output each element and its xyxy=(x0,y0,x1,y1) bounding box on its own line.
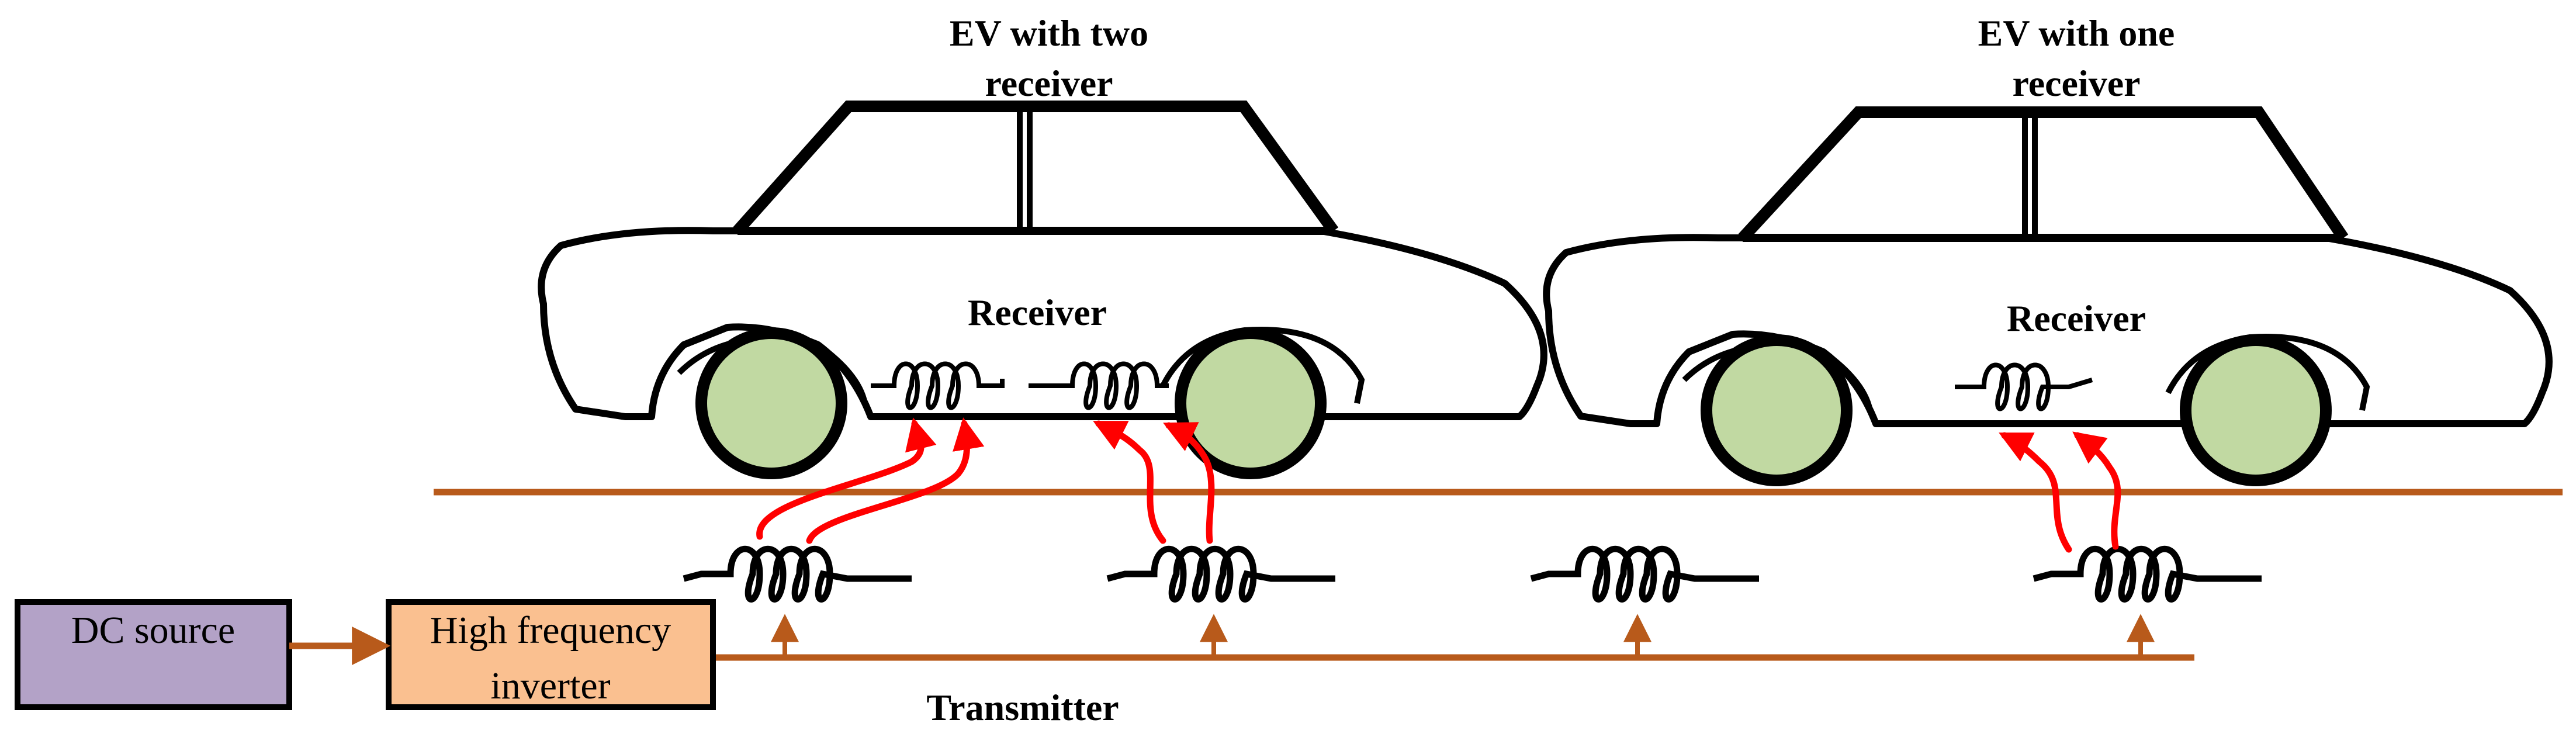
magnetic-flux-arrows xyxy=(756,417,2121,553)
car1-receiver-coil-2 xyxy=(1029,361,1169,410)
inverter-box xyxy=(386,599,716,710)
car1-rear-wheel xyxy=(1175,327,1327,479)
car1-receiver-coil-1 xyxy=(871,361,1005,410)
car2-front-wheel xyxy=(1701,334,1853,486)
flux-arrow-3 xyxy=(1093,420,1166,544)
car2-rear-wheel xyxy=(2180,334,2332,486)
car2-title-line2: receiver xyxy=(2012,63,2140,104)
flux-arrow-6 xyxy=(2072,431,2121,550)
car2-cabin xyxy=(1738,106,2349,242)
dc-source-box xyxy=(15,599,292,710)
transmitter-coil-1 xyxy=(683,546,912,603)
car2-title-line1: EV with one xyxy=(1978,12,2175,54)
car1-receiver-label: Receiver xyxy=(968,292,1107,333)
flux-arrow-4 xyxy=(1163,422,1215,544)
car2-receiver-label: Receiver xyxy=(2007,297,2146,339)
flux-arrow-2 xyxy=(806,417,985,544)
inverter-label-line2: inverter xyxy=(490,665,610,707)
transmitter-label: Transmitter xyxy=(926,687,1119,728)
ev-car-two-receivers xyxy=(538,101,1547,479)
inverter-label-line1: High frequency xyxy=(430,609,671,652)
transmitter-coil-3 xyxy=(1530,546,1759,603)
feed-arrows xyxy=(771,614,2155,658)
transmitter-coil-4 xyxy=(2033,546,2262,603)
transmitter-coil-2 xyxy=(1106,546,1335,603)
car1-title-line2: receiver xyxy=(985,63,1113,104)
car1-title-line1: EV with two xyxy=(950,12,1148,54)
car2-receiver-coil xyxy=(1955,362,2093,411)
transmitter-coils xyxy=(683,546,2262,603)
car1-front-wheel xyxy=(695,327,847,479)
flux-arrow-1 xyxy=(756,417,937,540)
car1-cabin xyxy=(733,101,1339,235)
dc-source-label: DC source xyxy=(71,609,235,652)
ev-car-one-receiver xyxy=(1543,106,2553,486)
flux-arrow-5 xyxy=(1999,432,2072,553)
